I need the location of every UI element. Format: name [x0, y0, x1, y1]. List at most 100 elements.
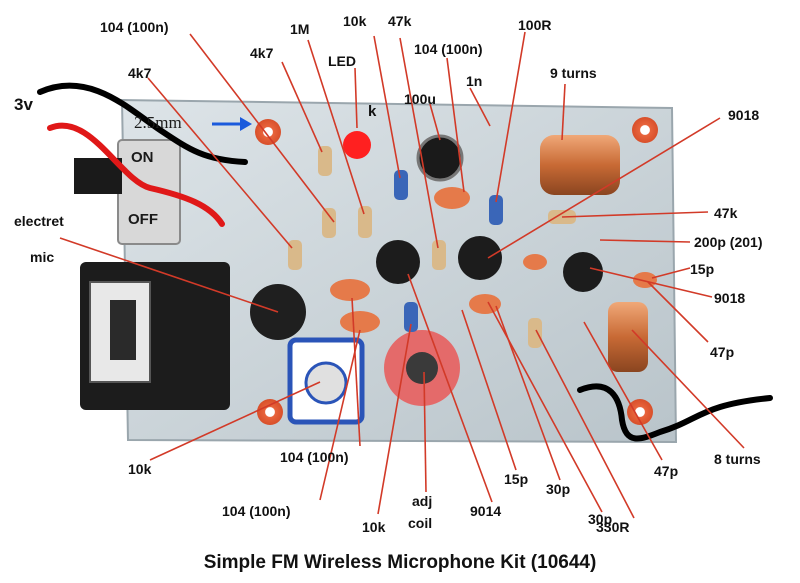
- leader-line: [407, 273, 493, 503]
- transistor: [563, 252, 603, 292]
- mounting-hole: [257, 399, 283, 425]
- switch-tab: [74, 158, 122, 194]
- voltage-label: 3v: [14, 95, 33, 114]
- leader-line: [651, 267, 691, 279]
- leader-line: [589, 267, 713, 298]
- label-coil: coil: [408, 515, 433, 531]
- led-k-label: k: [368, 103, 377, 120]
- red-wire: [47, 122, 225, 227]
- switch-off-label: OFF: [128, 211, 158, 228]
- leader-line: [461, 309, 517, 471]
- label-9014: 9014: [470, 503, 502, 519]
- adj-coil-core: [406, 352, 438, 384]
- leader-line: [147, 77, 293, 249]
- label-4k7-center: 4k7: [250, 45, 274, 61]
- label-47p-right: 47p: [710, 344, 735, 360]
- switch-on-label: ON: [131, 149, 154, 166]
- leader-line: [281, 61, 323, 153]
- label-15p-bottom: 15p: [504, 471, 529, 487]
- leader-line: [495, 31, 526, 203]
- resistor: [528, 318, 542, 348]
- label-led: LED: [328, 53, 356, 69]
- resistor: [489, 195, 503, 225]
- ceramic-cap: [330, 279, 370, 301]
- trim-pot-knob: [304, 361, 348, 405]
- label-4k7-left: 4k7: [128, 65, 152, 81]
- leader-line: [487, 117, 721, 259]
- label-104-bottom-center: 104 (100n): [280, 449, 349, 465]
- ceramic-cap: [434, 187, 470, 209]
- label-330r: 330R: [596, 519, 630, 535]
- leader-line: [561, 83, 566, 141]
- label-1n: 1n: [466, 73, 483, 89]
- resistor: [318, 146, 332, 176]
- led: [343, 131, 371, 159]
- label-47k-top: 47k: [388, 13, 412, 29]
- ceramic-cap: [633, 272, 657, 288]
- leader-line: [599, 239, 691, 243]
- label-30p-bottom: 30p: [588, 511, 613, 527]
- label-15p-right: 15p: [690, 261, 715, 277]
- resistor: [404, 302, 418, 332]
- leader-line: [631, 329, 745, 449]
- leader-line: [561, 211, 709, 218]
- mounting-hole: [632, 117, 658, 143]
- label-104-top-left: 104 (100n): [100, 19, 169, 35]
- figure-caption: Simple FM Wireless Microphone Kit (10644…: [203, 552, 597, 573]
- leader-line: [59, 237, 279, 313]
- label-100r: 100R: [518, 17, 552, 33]
- ceramic-cap: [340, 311, 380, 333]
- label-104-bottom-left: 104 (100n): [222, 503, 291, 519]
- label-47k-right: 47k: [714, 205, 738, 221]
- resistor: [288, 240, 302, 270]
- label-pot-10k: 10k: [128, 461, 152, 477]
- leader-line: [351, 297, 361, 447]
- label-1m: 1M: [290, 21, 310, 37]
- leader-lines: [59, 31, 745, 519]
- leader-line: [469, 87, 491, 127]
- cap-100u: [416, 134, 464, 182]
- mounting-hole: [627, 399, 653, 425]
- resistor: [358, 206, 372, 238]
- label-9018-right: 9018: [714, 290, 746, 306]
- leader-line: [354, 67, 358, 129]
- label-mic: mic: [30, 249, 55, 265]
- audio-jack-inner: [110, 300, 136, 360]
- leader-line: [583, 321, 663, 461]
- label-adj: adj: [412, 493, 433, 509]
- label-10k-bottom: 10k: [362, 519, 386, 535]
- resistor: [322, 208, 336, 238]
- leader-line: [535, 329, 635, 519]
- leader-line: [307, 39, 365, 215]
- antenna-wire: [577, 383, 773, 442]
- leader-line: [149, 381, 321, 461]
- ceramic-cap: [469, 294, 501, 314]
- leader-line: [377, 323, 412, 515]
- label-electret: electret: [14, 213, 64, 229]
- label-8-turns: 8 turns: [714, 451, 761, 467]
- transistor: [458, 236, 502, 280]
- label-104-top-right: 104 (100n): [414, 41, 483, 57]
- transistor: [376, 240, 420, 284]
- black-wire: [37, 82, 248, 165]
- label-9-turns: 9 turns: [550, 65, 597, 81]
- dim-2-5mm-label: 2.5mm: [134, 113, 182, 132]
- leader-line: [446, 57, 465, 193]
- leader-line: [399, 37, 439, 249]
- label-100u: 100u: [404, 91, 436, 107]
- label-9018-top: 9018: [728, 107, 760, 123]
- coil-8-turns: [608, 302, 648, 372]
- leader-line: [495, 305, 561, 481]
- leader-line: [373, 35, 401, 179]
- label-47p-bottom: 47p: [654, 463, 679, 479]
- coil-9-turns: [540, 135, 620, 195]
- leader-line: [647, 281, 709, 343]
- leader-line: [189, 33, 335, 223]
- resistor: [432, 240, 446, 270]
- resistor: [394, 170, 408, 200]
- leader-line: [429, 103, 441, 141]
- label-10k-top: 10k: [343, 13, 367, 29]
- mounting-hole: [255, 119, 281, 145]
